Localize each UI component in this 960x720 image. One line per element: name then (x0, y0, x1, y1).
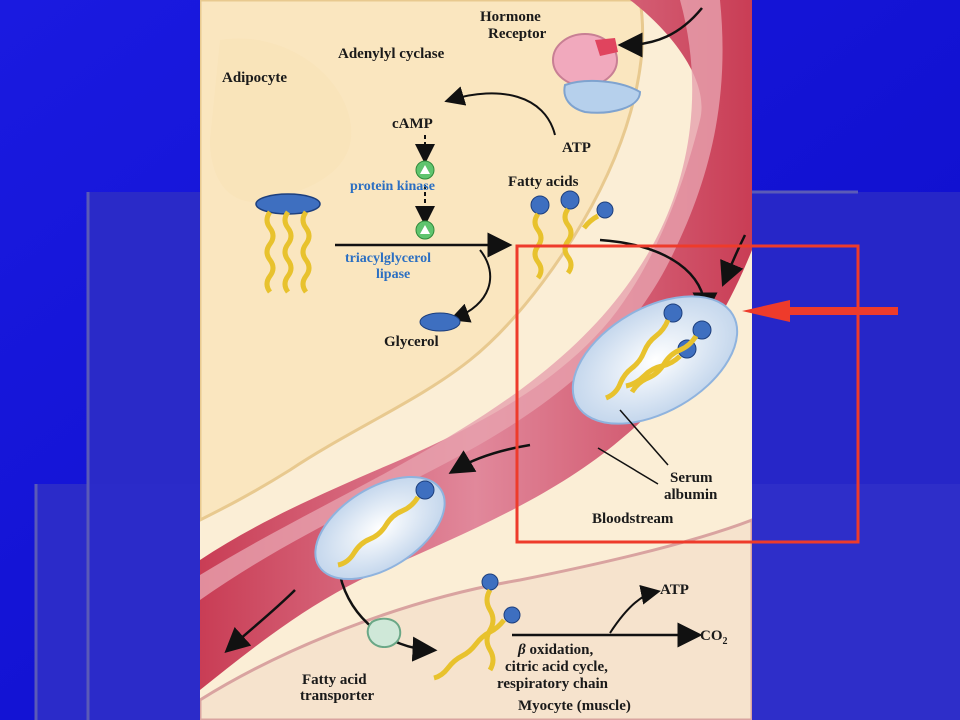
fatty-acid-mobilization-figure: Hormone Receptor Adenylyl cyclase Adipoc… (200, 0, 752, 720)
blood-vessel-lumen (200, 0, 723, 600)
glycerol-icon (419, 312, 461, 332)
label-hormone: Hormone (480, 9, 541, 25)
label-myocyte: Myocyte (muscle) (518, 698, 631, 714)
glycerol-arrow (449, 249, 492, 323)
atp-to-camp-arrow (444, 86, 556, 136)
label-serum: Serum (670, 470, 713, 486)
label-fa-transporter-2: transporter (300, 688, 374, 704)
label-albumin: albumin (664, 487, 718, 503)
fatty-acid-transporter-icon (366, 617, 402, 648)
label-protein-kinase: protein kinase (350, 179, 435, 194)
label-adenylyl-cyclase: Adenylyl cyclase (338, 46, 445, 62)
label-tag-lipase-1: triacylglycerol (345, 251, 431, 266)
label-respiratory-chain: respiratory chain (497, 676, 609, 692)
label-bloodstream: Bloodstream (592, 511, 674, 527)
oxidation-to-atp-arrow (609, 584, 661, 634)
label-fatty-acids: Fatty acids (508, 174, 579, 190)
serum-albumin-lower (314, 475, 446, 581)
label-glycerol: Glycerol (384, 334, 439, 350)
label-tag-lipase-2: lipase (376, 267, 410, 282)
fatty-acids-icon (530, 190, 614, 280)
background-band-right (752, 192, 960, 484)
figure-illustration: Hormone Receptor Adenylyl cyclase Adipoc… (200, 0, 752, 720)
highlight-box (515, 244, 860, 544)
label-atp-top: ATP (562, 140, 591, 156)
label-fa-transporter-1: Fatty acid (302, 672, 367, 688)
myocyte-fatty-acids-icon (433, 573, 521, 681)
background-band-left-lower (36, 484, 200, 720)
bloodstream-arrow (448, 443, 531, 474)
label-co2: CO2 (700, 628, 728, 647)
label-camp: cAMP (392, 116, 433, 132)
label-adipocyte: Adipocyte (222, 70, 287, 86)
label-receptor: Receptor (488, 26, 547, 42)
serum-albumin-upper (571, 295, 739, 425)
hormone-arrow (617, 7, 703, 58)
label-beta-oxidation: β oxidation, (517, 642, 593, 658)
label-atp-bottom: ATP (660, 582, 689, 598)
highlight-arrow-head (742, 300, 790, 322)
background-band-right-lower (752, 484, 960, 720)
label-citric-acid-cycle: citric acid cycle, (505, 659, 608, 675)
receptor-complex (552, 33, 642, 114)
triacylglycerol-icon (255, 193, 321, 294)
